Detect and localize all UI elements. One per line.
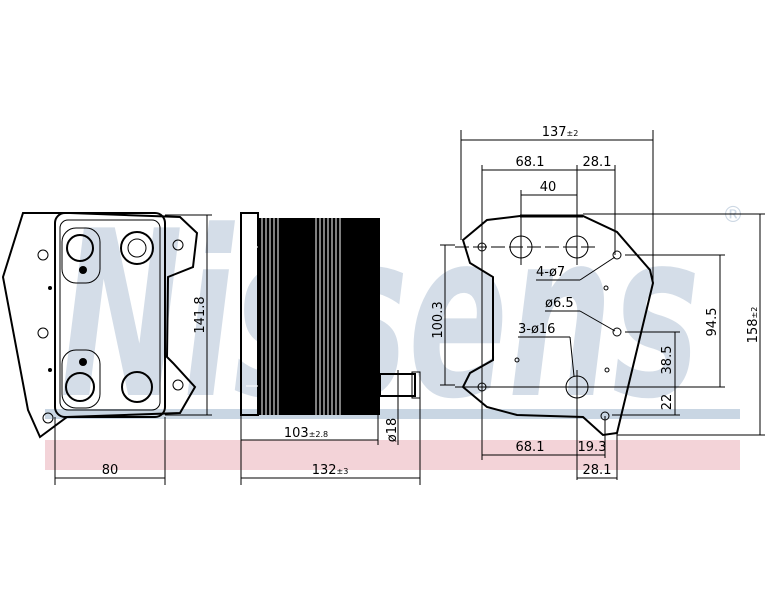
dim-94-5: 94.5 [705, 308, 720, 337]
dim-total-length: 132±3 [312, 463, 349, 478]
port-bottom-left [65, 372, 95, 402]
dim-bottom-mid: 19.3 [578, 440, 607, 455]
dim-mount-height: 158±2 [746, 307, 761, 344]
watermark-band-blue [45, 409, 740, 419]
label-4-holes-7: 4-ø7 [536, 265, 565, 280]
port-top-left [66, 234, 94, 262]
dim-height: 141.8 [193, 296, 208, 333]
label-hole-6-5: ø6.5 [545, 296, 574, 311]
dim-pipe-diameter: ø18 [385, 418, 400, 443]
front-body [54, 212, 166, 418]
cooler-core [258, 218, 380, 415]
registered-mark: ® [722, 203, 744, 228]
dim-top-left-offset: 68.1 [516, 155, 545, 170]
dim-top-right-offset: 28.1 [583, 155, 612, 170]
watermark-band-pink [45, 440, 740, 470]
side-view: 103±2.8 132±3 ø18 100.3 [240, 212, 455, 485]
front-plate-outline [1, 212, 199, 439]
dim-core-length: 103±2.8 [284, 426, 328, 441]
dim-width: 80 [102, 463, 119, 478]
dim-mount-width: 137±2 [542, 125, 579, 140]
port-boss-top [61, 227, 101, 284]
dim-bottom-right: 28.1 [583, 463, 612, 478]
mount-view: 137±2 68.1 28.1 40 158±2 94.5 38.5 22 4-… [455, 125, 765, 480]
dim-38-5: 38.5 [660, 346, 675, 375]
dim-port-spacing-top: 40 [540, 180, 557, 195]
dim-port-spacing: 100.3 [431, 301, 446, 338]
dim-22: 22 [660, 394, 675, 411]
port-top-right [120, 231, 154, 265]
dim-bottom-left: 68.1 [516, 440, 545, 455]
port-bottom-right [121, 371, 153, 403]
port-boss-bottom [61, 349, 101, 409]
front-view: 141.8 80 [1, 212, 212, 485]
label-3-holes-16: 3-ø16 [518, 322, 555, 337]
